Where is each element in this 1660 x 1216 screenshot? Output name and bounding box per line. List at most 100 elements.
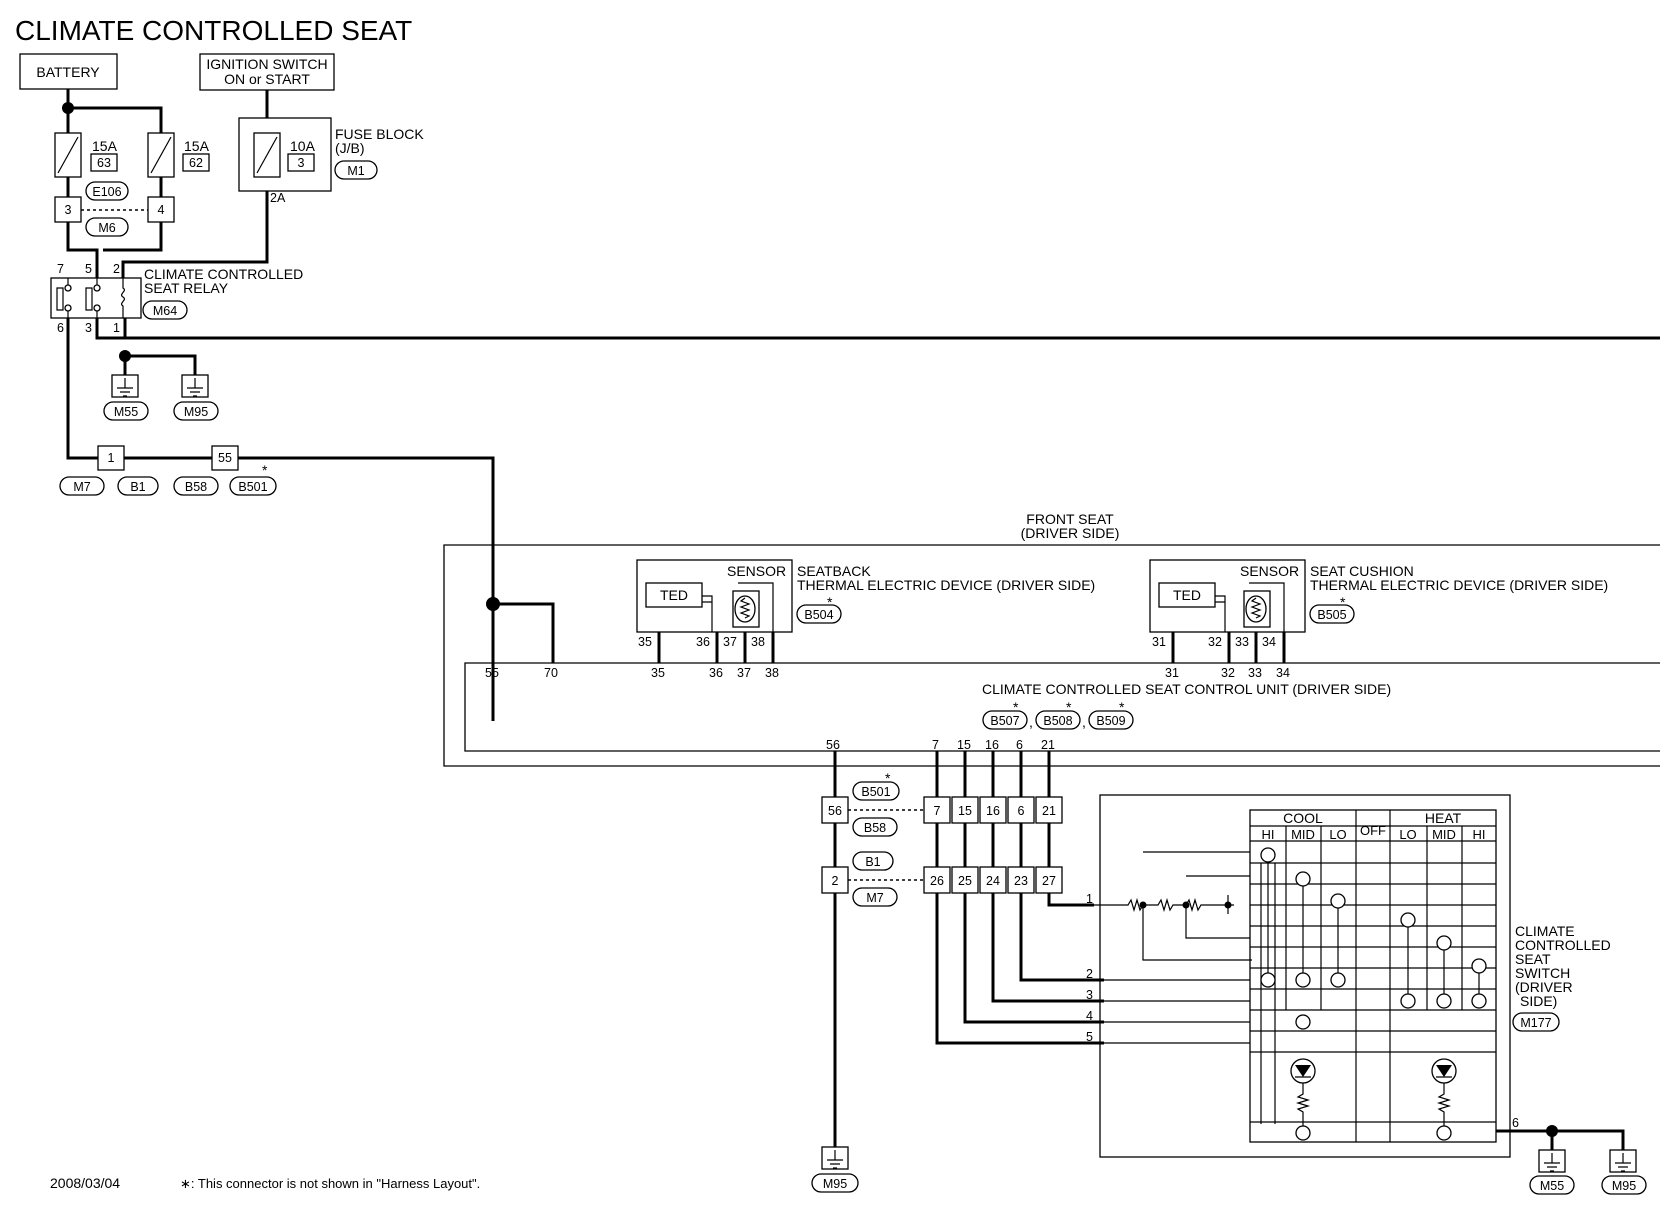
switch-label-line3: SEAT xyxy=(1515,951,1551,967)
front-seat-label-line2: (DRIVER SIDE) xyxy=(1021,525,1120,541)
relay-pin-3: 3 xyxy=(85,321,92,335)
connector-b507 xyxy=(982,710,1028,730)
connector-m7-top xyxy=(59,476,105,496)
svg-text:B58: B58 xyxy=(185,480,207,494)
cu-pin-36: 36 xyxy=(709,666,723,680)
ignition-switch-box xyxy=(199,53,335,91)
svg-text:M95: M95 xyxy=(184,405,208,419)
relay-label-line1: CLIMATE CONTROLLED xyxy=(144,266,303,282)
control-unit-label: CLIMATE CONTROLLED SEAT CONTROL UNIT (DR… xyxy=(982,681,1391,697)
svg-text:4: 4 xyxy=(158,203,165,217)
svg-text:*: * xyxy=(1119,699,1125,715)
svg-text:M64: M64 xyxy=(153,304,177,318)
cushion-ted-module xyxy=(1149,559,1306,633)
seatback-ted-module xyxy=(636,559,793,633)
connector-e106 xyxy=(85,181,129,201)
connector-m64 xyxy=(142,300,188,320)
splice-dot xyxy=(62,102,74,114)
battery-box xyxy=(19,53,118,90)
cu-pin-55: 55 xyxy=(485,666,499,680)
seatback-pin-36: 36 xyxy=(696,635,710,649)
ignition-label-line2: ON or START xyxy=(224,71,310,87)
svg-text:E106: E106 xyxy=(92,185,121,199)
connector-m6 xyxy=(85,217,129,237)
ground-m95-bottom xyxy=(821,1146,849,1170)
svg-text:,: , xyxy=(1029,714,1033,730)
svg-text:B508: B508 xyxy=(1043,714,1072,728)
relay-pin-7: 7 xyxy=(57,262,64,276)
cushion-sensor-label: SENSOR xyxy=(1240,563,1299,579)
svg-text:M95: M95 xyxy=(1612,1179,1636,1193)
svg-text:M177: M177 xyxy=(1520,1016,1551,1030)
svg-text:24: 24 xyxy=(986,874,1000,888)
climate-seat-switch-box xyxy=(1099,794,1511,1158)
connector-m95-top xyxy=(173,401,219,421)
climate-seat-relay xyxy=(50,277,142,319)
svg-text:*: * xyxy=(1066,699,1072,715)
cool-hi-label: HI xyxy=(1262,827,1275,842)
switch-pin-6: 6 xyxy=(1512,1116,1519,1130)
switch-label-line6: SIDE) xyxy=(1520,993,1557,1009)
connector-b509 xyxy=(1088,710,1134,730)
connector-m95-right xyxy=(1601,1175,1647,1195)
cu-pin-15: 15 xyxy=(957,738,971,752)
switch-cool-label: COOL xyxy=(1283,810,1323,826)
relay-label-line2: SEAT RELAY xyxy=(144,280,229,296)
switch-pin-2: 2 xyxy=(1086,967,1093,981)
fuse-62-amps: 15A xyxy=(184,138,210,154)
svg-text:B504: B504 xyxy=(804,608,833,622)
switch-pin-1: 1 xyxy=(1086,892,1093,906)
cu-pin-31: 31 xyxy=(1165,666,1179,680)
cool-indicator-led xyxy=(1290,1058,1316,1141)
connector-b505 xyxy=(1309,604,1355,624)
fuse-63-number: 63 xyxy=(97,156,111,170)
cu-pin-37: 37 xyxy=(737,666,751,680)
ground-m95-top xyxy=(181,374,209,398)
connector-b501-top xyxy=(229,476,277,496)
svg-text:2: 2 xyxy=(832,874,839,888)
svg-text:M55: M55 xyxy=(1540,1179,1564,1193)
svg-text:B501: B501 xyxy=(238,480,267,494)
svg-text:27: 27 xyxy=(1042,874,1056,888)
svg-text:1: 1 xyxy=(108,451,115,465)
cu-pin-34: 34 xyxy=(1276,666,1290,680)
connector-m1 xyxy=(334,160,378,180)
fuse-block-label-line1: FUSE BLOCK xyxy=(335,126,424,142)
switch-internal-wiring xyxy=(1094,851,1552,1132)
switch-pin-3: 3 xyxy=(1086,988,1093,1002)
switch-pin-5: 5 xyxy=(1086,1030,1093,1044)
connector-b508 xyxy=(1035,710,1081,730)
svg-text:M55: M55 xyxy=(114,405,138,419)
diagram-title: CLIMATE CONTROLLED SEAT xyxy=(15,15,412,46)
battery-feed-wires xyxy=(62,89,269,278)
connector-m55-bottom xyxy=(1529,1175,1575,1195)
front-seat-label-line1: FRONT SEAT xyxy=(1026,511,1114,527)
switch-label-line5: (DRIVER xyxy=(1515,979,1573,995)
cu-pin-32: 32 xyxy=(1221,666,1235,680)
cushion-label-line2: THERMAL ELECTRIC DEVICE (DRIVER SIDE) xyxy=(1310,577,1608,593)
switch-mode-grid xyxy=(1249,809,1497,1143)
cu-pin-56: 56 xyxy=(826,738,840,752)
joint-pin-55 xyxy=(211,445,239,471)
cushion-pin-34: 34 xyxy=(1262,635,1276,649)
svg-text:7: 7 xyxy=(934,804,941,818)
ground-m55-bottom xyxy=(1538,1149,1566,1173)
fuse-3-number: 3 xyxy=(298,156,305,170)
connector-m95-bottom xyxy=(811,1173,859,1193)
fuse-block-label-line2: (J/B) xyxy=(335,140,365,156)
seatback-pin-35: 35 xyxy=(638,635,652,649)
connector-m55-top xyxy=(103,401,149,421)
svg-text:*: * xyxy=(1013,699,1019,715)
connector-b1-mid xyxy=(852,851,894,871)
svg-text:6: 6 xyxy=(1018,804,1025,818)
cushion-pin-33: 33 xyxy=(1235,635,1249,649)
cushion-label-line1: SEAT CUSHION xyxy=(1310,563,1414,579)
svg-text:56: 56 xyxy=(828,804,842,818)
cu-pin-35: 35 xyxy=(651,666,665,680)
fuse-block-pin: 2A xyxy=(270,191,286,205)
fuse-block-box xyxy=(238,117,332,192)
switch-label-line2: CONTROLLED xyxy=(1515,937,1611,953)
cu-pin-21: 21 xyxy=(1041,738,1055,752)
ground-m55-top xyxy=(111,374,139,398)
